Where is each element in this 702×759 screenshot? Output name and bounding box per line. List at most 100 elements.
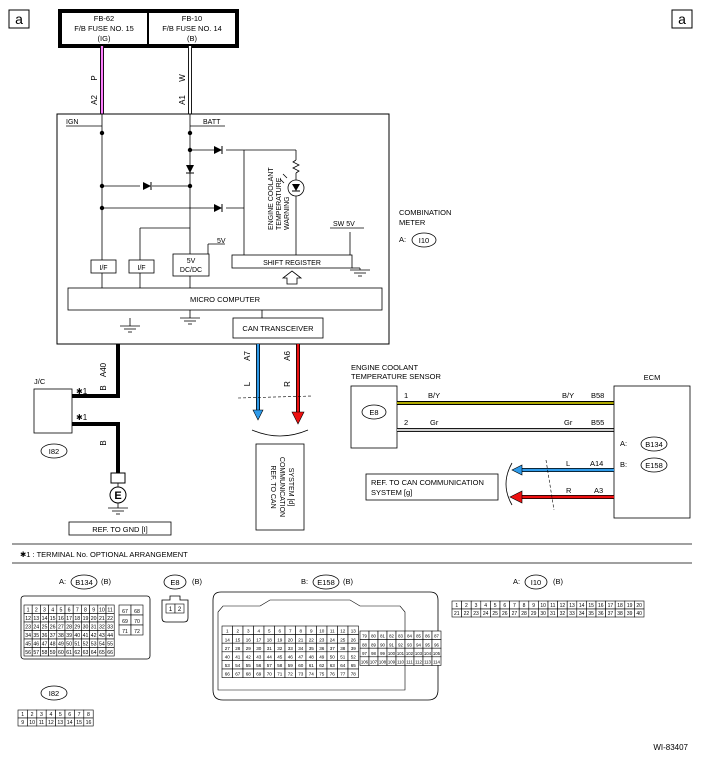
svg-text:31: 31 <box>91 625 97 631</box>
figure-id: WI-83407 <box>653 743 688 752</box>
svg-text:13: 13 <box>57 720 63 726</box>
e158-pin-60: 60 <box>295 660 307 670</box>
svg-text:103: 103 <box>415 651 423 656</box>
e158-pin-86: 86 <box>422 630 433 640</box>
e158-pin-63: 63 <box>326 660 338 670</box>
svg-text:49: 49 <box>319 655 325 660</box>
i10-pin-19: 19 <box>624 600 635 610</box>
svg-text:10: 10 <box>319 629 325 634</box>
svg-text:50: 50 <box>330 655 336 660</box>
svg-text:65: 65 <box>99 650 105 656</box>
b134-pin-59: 59 <box>48 647 58 657</box>
e158-pin-46: 46 <box>284 651 296 661</box>
svg-text:A3: A3 <box>594 486 603 495</box>
svg-text:70: 70 <box>267 672 273 677</box>
i82-pin-1: 1 <box>17 709 28 719</box>
svg-text:38: 38 <box>340 646 346 651</box>
svg-text:11: 11 <box>550 603 555 609</box>
ref-can-h-box <box>365 473 499 501</box>
b134-pin-21: 21 <box>97 613 107 623</box>
svg-text:11: 11 <box>39 720 44 726</box>
b134-pin-22: 22 <box>105 613 115 623</box>
svg-text:20: 20 <box>288 637 294 642</box>
i10-pin-14: 14 <box>576 600 587 610</box>
b134-pin-71: 71 <box>118 624 132 636</box>
diode-2 <box>186 165 194 174</box>
b134-pin-6: 6 <box>64 604 74 614</box>
e158-pin-94: 94 <box>413 639 424 649</box>
svg-text:70: 70 <box>134 619 140 625</box>
svg-text:83: 83 <box>398 634 403 639</box>
svg-text:5: 5 <box>59 712 62 718</box>
svg-text:99: 99 <box>380 651 385 656</box>
svg-text:17: 17 <box>66 616 72 622</box>
e158-pin-59: 59 <box>284 660 296 670</box>
svg-text:16: 16 <box>598 603 604 609</box>
b134-pin-43: 43 <box>97 630 107 640</box>
e158-pin-14: 14 <box>221 634 233 644</box>
meter-connector-badge <box>411 232 437 248</box>
footnote: ✱1 : TERMINAL No. OPTIONAL ARRANGEMENT <box>20 550 188 559</box>
i10-pin-3: 3 <box>470 600 482 610</box>
svg-text:20: 20 <box>636 603 642 609</box>
b134-pin-42: 42 <box>89 630 99 640</box>
b134-pin-48: 48 <box>48 638 58 648</box>
i10-pin-22: 22 <box>461 608 472 618</box>
svg-text:107: 107 <box>370 660 378 665</box>
e158-pin-33: 33 <box>284 642 296 653</box>
e158-pin-39: 39 <box>347 642 359 653</box>
svg-text:46: 46 <box>33 642 39 648</box>
svg-text:B/Y: B/Y <box>562 391 574 400</box>
i10-pin-10: 10 <box>538 600 549 610</box>
svg-text:17: 17 <box>256 637 262 642</box>
e158-pin-112: 112 <box>413 656 424 666</box>
i82-pin-5: 5 <box>55 709 66 719</box>
svg-text:80: 80 <box>371 634 376 639</box>
svg-text:24: 24 <box>33 625 39 631</box>
svg-text:38: 38 <box>617 611 623 617</box>
e158-pin-25: 25 <box>337 634 349 644</box>
svg-text:11: 11 <box>330 629 335 634</box>
svg-text:8: 8 <box>84 608 87 614</box>
e158-pin-55: 55 <box>242 660 254 670</box>
corner-label-left: a <box>8 9 30 29</box>
e158-pin-74: 74 <box>305 668 317 678</box>
e158-pin-78: 78 <box>347 668 359 678</box>
micro-computer-box <box>67 287 383 311</box>
svg-text:7: 7 <box>289 629 292 634</box>
i82-pin-13: 13 <box>55 717 66 727</box>
svg-text:109: 109 <box>388 660 396 665</box>
b134-pin-27: 27 <box>56 621 66 631</box>
b134-pin-11: 11 <box>105 604 115 614</box>
e158-pin-66: 66 <box>221 668 233 678</box>
e8-pin-2: 2 <box>174 603 185 614</box>
svg-text:75: 75 <box>319 672 325 677</box>
svg-text:79: 79 <box>362 634 367 639</box>
e158-pin-109: 109 <box>386 656 397 666</box>
if-box-1 <box>90 259 117 274</box>
svg-text:22: 22 <box>107 616 113 622</box>
e158-pin-77: 77 <box>337 668 349 678</box>
svg-text:B55: B55 <box>591 418 604 427</box>
svg-text:25: 25 <box>340 637 346 642</box>
svg-text:19: 19 <box>83 616 89 622</box>
svg-text:33: 33 <box>288 646 294 651</box>
svg-text:67: 67 <box>122 609 128 615</box>
i82-pin-4: 4 <box>45 709 56 719</box>
junction-dots <box>99 130 193 211</box>
b134-pin-36: 36 <box>40 630 49 640</box>
i10-pin-6: 6 <box>499 600 510 610</box>
svg-text:106: 106 <box>361 660 369 665</box>
term-a1: A1 <box>178 95 187 105</box>
svg-text:7: 7 <box>513 603 516 609</box>
svg-text:43: 43 <box>99 633 105 639</box>
svg-text:15: 15 <box>588 603 594 609</box>
svg-text:B: B <box>99 440 108 445</box>
b134-pin-26: 26 <box>48 621 58 631</box>
svg-text:55: 55 <box>246 663 252 668</box>
svg-text:2: 2 <box>404 418 408 427</box>
svg-text:102: 102 <box>406 651 414 656</box>
svg-text:12: 12 <box>48 720 54 726</box>
i82-pin-8: 8 <box>83 709 94 719</box>
svg-text:38: 38 <box>58 633 64 639</box>
